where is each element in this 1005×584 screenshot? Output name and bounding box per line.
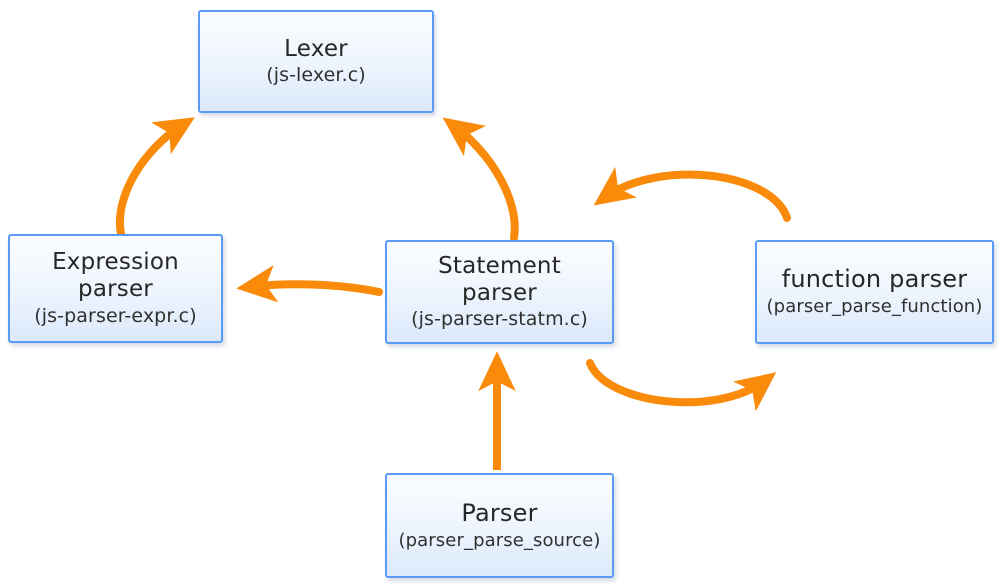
node-lexer-subtitle: (js-lexer.c) bbox=[266, 64, 366, 87]
node-statement-parser-subtitle: (js-parser-statm.c) bbox=[411, 308, 588, 331]
node-lexer[interactable]: Lexer (js-lexer.c) bbox=[198, 10, 434, 113]
node-parser-title: Parser bbox=[461, 498, 538, 527]
node-expression-parser-title: Expression parser bbox=[52, 249, 179, 303]
node-expression-parser[interactable]: Expression parser (js-parser-expr.c) bbox=[8, 234, 223, 343]
edge-statement-to-lexer bbox=[442, 117, 519, 242]
edge-function-to-statement bbox=[593, 166, 791, 222]
edge-statement-to-function bbox=[586, 359, 777, 412]
node-statement-parser[interactable]: Statement parser (js-parser-statm.c) bbox=[385, 240, 614, 344]
node-parser-subtitle: (parser_parse_source) bbox=[398, 529, 601, 551]
node-parser[interactable]: Parser (parser_parse_source) bbox=[385, 473, 614, 578]
edge-statement-to-expression bbox=[236, 265, 383, 303]
node-function-parser[interactable]: function parser (parser_parse_function) bbox=[755, 240, 994, 344]
node-lexer-title: Lexer bbox=[284, 35, 348, 62]
node-function-parser-title: function parser bbox=[781, 265, 968, 294]
node-function-parser-subtitle: (parser_parse_function) bbox=[766, 296, 983, 318]
edge-expression-to-lexer bbox=[115, 117, 195, 238]
node-statement-parser-title: Statement parser bbox=[438, 252, 561, 306]
node-expression-parser-subtitle: (js-parser-expr.c) bbox=[34, 304, 197, 327]
